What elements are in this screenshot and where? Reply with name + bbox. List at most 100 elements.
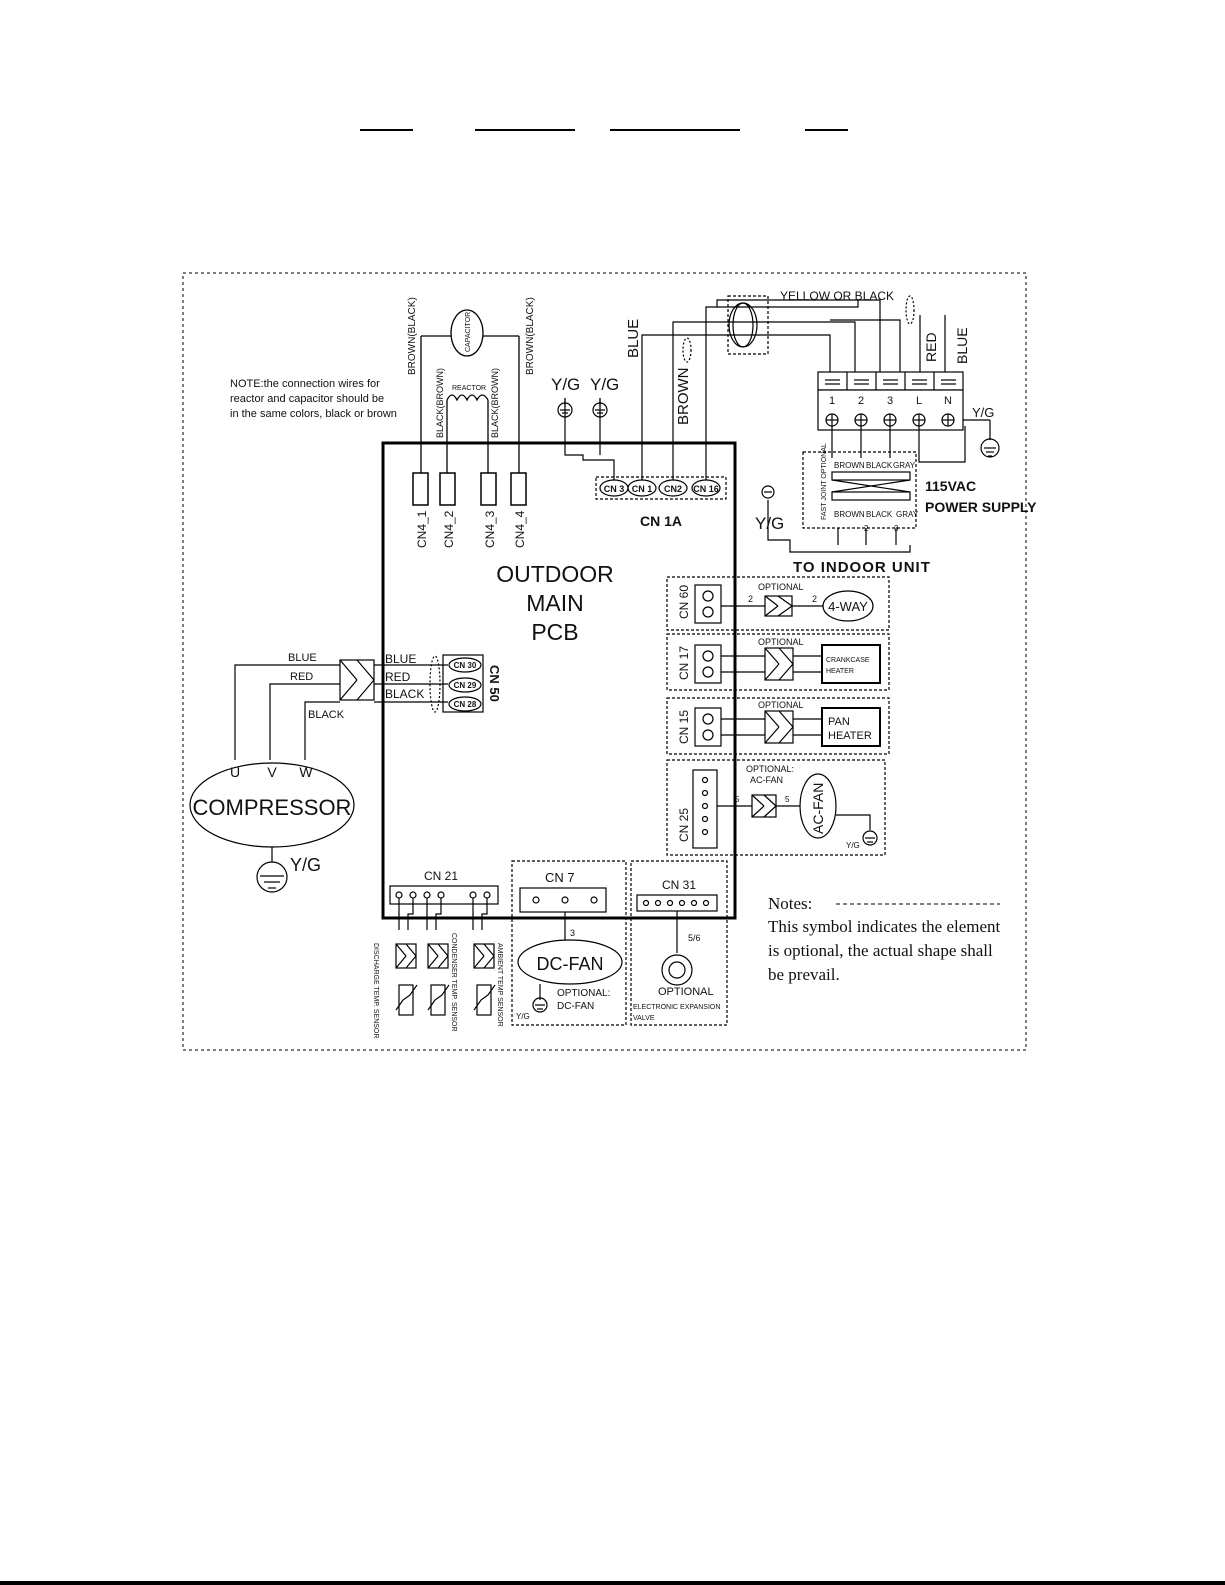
compressor-yg: Y/G — [290, 855, 321, 875]
capacitor-label: CAPACITOR — [465, 312, 472, 352]
diagram-frame — [182, 272, 1027, 1051]
cn60-module — [666, 576, 890, 631]
cn15-body — [694, 707, 881, 747]
cn15-label: CN 15 — [677, 710, 691, 744]
cn50-pin-30: CN 30 — [454, 661, 477, 670]
compressor-w: W — [299, 764, 313, 780]
cn25-module — [666, 759, 886, 856]
fj-bottom-brown: BROWN — [834, 510, 865, 519]
cn60-label: CN 60 — [677, 585, 691, 619]
cn1a-pin-cn3: CN 3 — [604, 484, 625, 494]
note-line2: reactor and capacitor should be — [230, 393, 384, 405]
cn25-yg: Y/G — [846, 841, 860, 850]
main-pcb-box — [381, 441, 737, 920]
cn7-yg: Y/G — [516, 1012, 530, 1021]
fast-joint-body — [831, 471, 911, 501]
cn17-body — [694, 644, 881, 684]
cn1a-label: CN 1A — [640, 513, 682, 529]
cn1a-block — [595, 476, 727, 500]
cn50-label: CN 50 — [487, 665, 502, 702]
cn1a-pin-cn2: CN2 — [664, 484, 682, 494]
page-bottom-rule — [0, 1581, 1225, 1585]
cn7-optional-line2: DC-FAN — [557, 1001, 594, 1012]
reactor-coil — [446, 394, 489, 402]
cn15-optional: OPTIONAL — [758, 700, 804, 710]
pcb-title-line1: OUTDOOR — [496, 561, 614, 587]
cn60-device: 4-WAY — [828, 599, 868, 614]
cn4-4-label: CN4_4 — [513, 510, 527, 548]
notes-line2: is optional, the actual shape shall — [768, 941, 993, 960]
comp-wire-black: BLACK — [308, 709, 345, 721]
sensor-condenser: CONDENSER TEMP. SENSOR — [450, 933, 457, 1032]
fj-bottom-black: BLACK — [866, 510, 893, 519]
fj-top-gray: GRAY — [893, 461, 916, 470]
cn50-wire-black: BLACK — [385, 687, 424, 701]
wire-red-top: RED — [923, 332, 939, 362]
cn1a-pins — [599, 479, 721, 497]
to-indoor-yg: Y/G — [755, 514, 784, 533]
cn17-device-line2: HEATER — [826, 668, 854, 675]
pcb-title-line2: MAIN — [526, 590, 584, 616]
cn31-count: 5/6 — [688, 933, 701, 943]
cn25-device: AC-FAN — [810, 783, 826, 834]
cn7-count: 3 — [570, 928, 575, 938]
capacitor-symbol — [450, 309, 484, 357]
cn50-wire-blue: BLUE — [385, 652, 416, 666]
cn25-body — [692, 769, 878, 849]
comp-wire-blue: BLUE — [288, 652, 317, 664]
wire-black-brown-right: BLACK(BROWN) — [490, 368, 500, 438]
terminal-l: L — [916, 395, 922, 407]
cn31-body — [636, 894, 718, 986]
terminal-2: 2 — [858, 395, 864, 407]
yg-label-1: Y/G — [551, 375, 580, 394]
reactor-label: REACTOR — [452, 385, 486, 392]
sensor-discharge: DISCHARGE TEMP. SENSOR — [372, 943, 379, 1038]
cn25-count-right: 5 — [785, 795, 790, 804]
cn60-count-right: 2 — [812, 594, 817, 604]
pcb-title-line3: PCB — [531, 619, 578, 645]
sensor-ambient: AMBIENT TEMP SENSOR — [496, 943, 503, 1027]
cn25-optional-line2: AC-FAN — [750, 775, 783, 785]
cn31-device-line1: ELECTRONIC EXPANSION — [633, 1004, 720, 1011]
cn4-connectors — [412, 472, 527, 506]
fj-top-brown: BROWN — [834, 461, 865, 470]
cn17-module — [666, 633, 890, 691]
cn7-optional-line1: OPTIONAL: — [557, 988, 610, 999]
wire-yellow-or-black: YELLOW OR BLACK — [780, 289, 894, 303]
wire-blue-top: BLUE — [625, 319, 642, 358]
cn4-1-label: CN4_1 — [415, 510, 429, 548]
wire-black-brown-left: BLACK(BROWN) — [435, 368, 445, 438]
cn50-pin-29: CN 29 — [454, 681, 477, 690]
compressor-v: V — [267, 764, 277, 780]
cn1a-pin-cn16: CN 16 — [693, 484, 719, 494]
power-supply-voltage: 115VAC — [925, 478, 976, 494]
wire-brown-black-left: BROWN(BLACK) — [407, 297, 418, 375]
cn7-module — [511, 860, 627, 1026]
cn21-body — [389, 885, 499, 1016]
note-line3: in the same colors, black or brown — [230, 408, 397, 420]
cn31-module — [630, 860, 728, 1026]
notes-line3: be prevail. — [768, 965, 840, 984]
fast-joint-bottom-labels: BROWN BLACK GRAY 2 3 — [834, 510, 919, 533]
terminal-yg: Y/G — [972, 405, 994, 420]
wire-brown-black-right: BROWN(BLACK) — [525, 297, 536, 375]
terminal-screws — [825, 413, 1000, 463]
capacitor-reactor-wiring — [420, 309, 520, 473]
cn31-device-line2: VALVE — [633, 1015, 655, 1022]
cn17-label: CN 17 — [677, 646, 691, 680]
cn15-module — [666, 697, 890, 755]
to-indoor-wiring — [761, 485, 911, 553]
terminal-3: 3 — [887, 395, 893, 407]
cn25-optional-line1: OPTIONAL: — [746, 764, 794, 774]
cn50-wire-red: RED — [385, 670, 411, 684]
cn60-count-left: 2 — [748, 594, 753, 604]
cn7-label: CN 7 — [545, 870, 575, 885]
cn4-2-label: CN4_2 — [442, 510, 456, 548]
reactor-note: NOTE:the connection wires for reactor an… — [230, 378, 397, 420]
wire-brown-top: BROWN — [675, 368, 692, 426]
fast-joint-label: FAST JOINT OPTIONAL — [821, 443, 828, 520]
cn7-body — [517, 887, 623, 1013]
comp-wire-red: RED — [290, 671, 313, 683]
yg-label-2: Y/G — [590, 375, 619, 394]
